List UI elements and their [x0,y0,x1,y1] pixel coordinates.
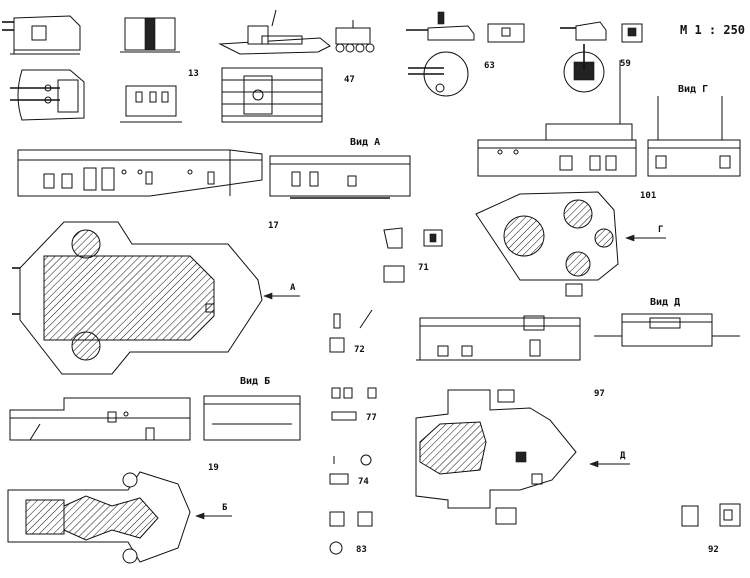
part-number-83: 83 [356,545,367,555]
part-number-63: 63 [484,61,495,71]
superstructure-97-front: Вид Д 97 [594,297,740,399]
superstructure-17-plan: А [12,221,300,375]
gun-mount-59-group: 59 [560,21,643,93]
parts-77-74-83: 77 74 83 [329,387,377,555]
superstructure-97-side [416,315,581,361]
part-number-59: 59 [620,59,631,69]
superstructure-101-front: Вид Г [647,84,741,177]
part-number-47: 47 [344,75,355,85]
superstructure-97-plan: Д [415,389,630,525]
arrow-a-label: А [290,283,296,293]
part-number-97: 97 [594,389,605,399]
parts-71-72: 71 72 [329,227,443,355]
arrow-b-label: Б [222,503,228,513]
view-a-label: Вид А [350,137,380,148]
superstructure-101-side [477,60,637,177]
superstructure-19-front: Вид Б 19 [203,376,301,473]
part-92: 92 [681,503,741,555]
gun-mount-63-group: 63 [406,11,525,97]
superstructure-17-side [17,149,263,197]
scale-label: М 1 : 250 [680,23,745,37]
part-number-19: 19 [208,463,219,473]
part-number-77: 77 [366,413,377,423]
view-b-label: Вид Б [240,376,270,387]
arrow-g-label: Г [658,225,663,235]
part-number-17: 17 [268,221,279,231]
part-number-101: 101 [640,191,656,201]
part-number-71: 71 [418,263,429,273]
view-g-label: Вид Г [678,84,708,95]
part-number-92: 92 [708,545,719,555]
view-d-label: Вид Д [650,297,680,308]
part-number-13: 13 [188,69,199,79]
rocket-launcher-47-group: 47 [218,9,375,123]
superstructure-19-side [9,397,191,441]
superstructure-19-plan: Б [7,471,232,564]
superstructure-101-plan: 101 Г [475,191,666,297]
turret-13-group: 13 [2,15,199,123]
arrow-d-label: Д [620,451,626,461]
superstructure-17-front: Вид А 17 [268,137,411,231]
part-number-72: 72 [354,345,365,355]
part-number-74: 74 [358,477,369,487]
